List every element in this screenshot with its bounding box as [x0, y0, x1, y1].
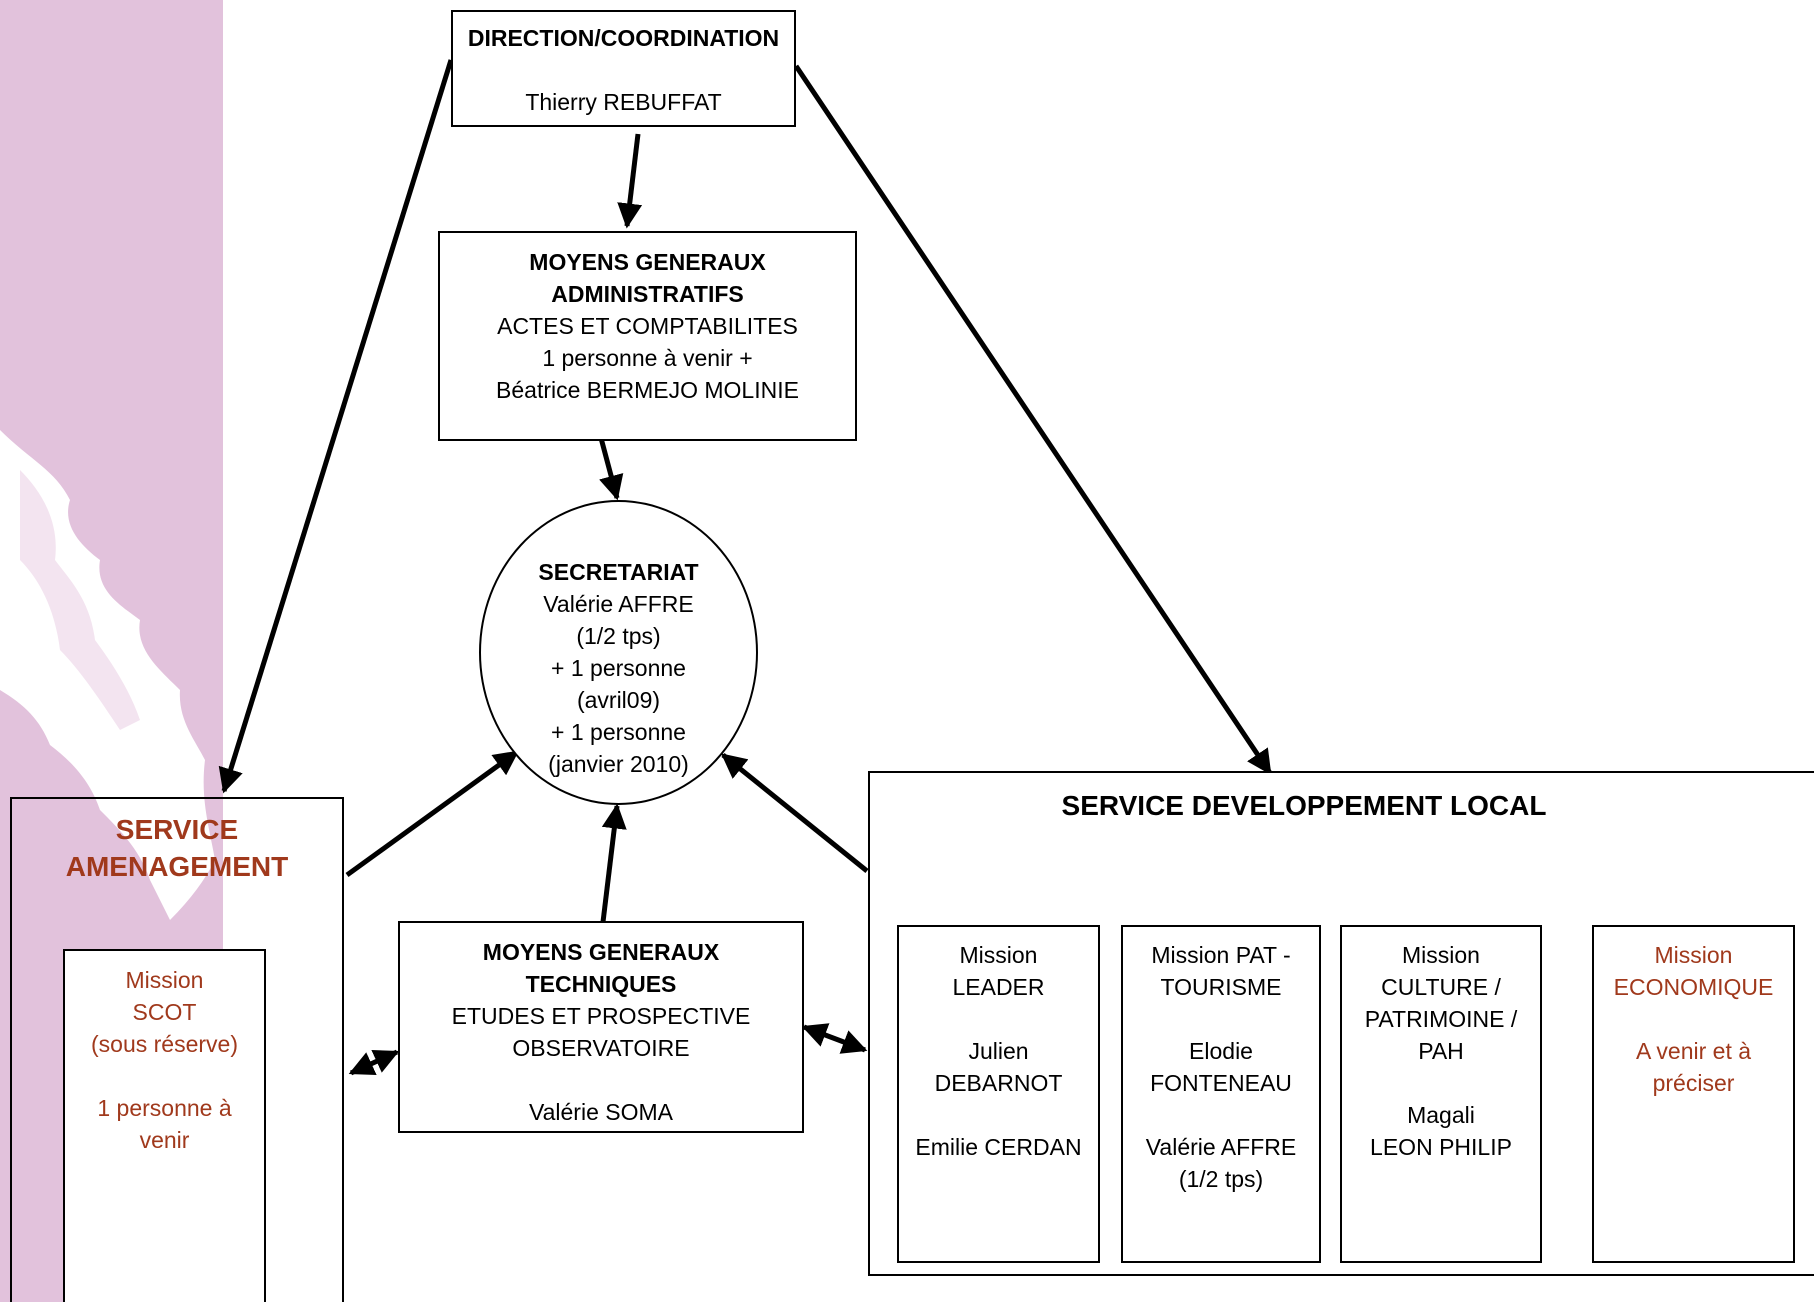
- mission-economique-line: Mission: [1654, 942, 1733, 968]
- moyens-admin-title-1: MOYENS GENERAUX: [529, 249, 766, 275]
- mission-scot-line: SCOT: [132, 999, 197, 1025]
- mission-leader-line: DEBARNOT: [934, 1070, 1063, 1096]
- arrow-direction-to-dev-local: [793, 64, 1273, 776]
- moyens-admin-line-1: ACTES ET COMPTABILITES: [497, 313, 798, 339]
- moyens-tech-line-1: ETUDES ET PROSPECTIVE: [451, 1003, 751, 1029]
- mission-pat-tourisme-box: Mission PAT - TOURISME Elodie FONTENEAU …: [1121, 925, 1321, 1263]
- mission-pat-line: FONTENEAU: [1150, 1070, 1292, 1096]
- mission-scot-line: venir: [139, 1127, 190, 1153]
- mission-leader-line: [899, 1099, 1098, 1131]
- mission-economique-line: A venir et à: [1635, 1038, 1752, 1064]
- moyens-admin-line-3: Béatrice BERMEJO MOLINIE: [496, 377, 799, 403]
- service-amenagement-title-2: AMENAGEMENT: [65, 851, 289, 882]
- mission-culture-line: [1342, 1067, 1540, 1099]
- arrow-amenagement-tech: [348, 1049, 400, 1076]
- secretariat-line: Valérie AFFRE: [543, 591, 694, 617]
- moyens-tech-line-2: OBSERVATOIRE: [512, 1035, 690, 1061]
- mission-leader-box: Mission LEADER Julien DEBARNOT Emilie CE…: [897, 925, 1100, 1263]
- arrow-tech-to-secretariat: [600, 803, 627, 923]
- mission-culture-line: PAH: [1418, 1038, 1464, 1064]
- mission-pat-line: TOURISME: [1160, 974, 1282, 1000]
- secretariat-line: + 1 personne: [551, 719, 686, 745]
- mission-scot-line: (sous réserve): [91, 1031, 238, 1057]
- mission-culture-line: PATRIMOINE /: [1364, 1006, 1518, 1032]
- moyens-admin-line-2: 1 personne à venir +: [542, 345, 753, 371]
- moyens-tech-title-2: TECHNIQUES: [525, 971, 677, 997]
- mission-culture-line: CULTURE /: [1381, 974, 1501, 1000]
- moyens-tech-line-3: Valérie SOMA: [528, 1099, 673, 1125]
- mission-scot-line: [65, 1060, 264, 1092]
- arrow-dev-local-to-secretariat: [721, 753, 869, 873]
- moyens-admin-title-2: ADMINISTRATIFS: [551, 281, 744, 307]
- mission-economique-box: Mission ECONOMIQUE A venir et à préciser: [1592, 925, 1795, 1263]
- mission-leader-line: LEADER: [952, 974, 1045, 1000]
- secretariat-title: SECRETARIAT: [538, 559, 699, 585]
- arrow-direction-to-amenagement: [218, 59, 454, 794]
- mission-pat-line: (1/2 tps): [1178, 1166, 1264, 1192]
- mission-culture-line: Magali: [1407, 1102, 1475, 1128]
- direction-person: Thierry REBUFFAT: [525, 89, 722, 115]
- secretariat-line: (avril09): [576, 687, 661, 713]
- secretariat-ellipse: SECRETARIAT Valérie AFFRE (1/2 tps) + 1 …: [479, 500, 758, 805]
- direction-box: DIRECTION/COORDINATION Thierry REBUFFAT: [451, 10, 796, 127]
- mission-pat-line: Mission PAT -: [1151, 942, 1291, 968]
- mission-leader-line: Emilie CERDAN: [915, 1134, 1082, 1160]
- secretariat-line: (1/2 tps): [576, 623, 661, 649]
- arrow-tech-dev-local: [801, 1023, 868, 1054]
- moyens-tech-box: MOYENS GENERAUX TECHNIQUES ETUDES ET PRO…: [398, 921, 804, 1133]
- mission-pat-line: Valérie AFFRE: [1145, 1134, 1297, 1160]
- secretariat-line: + 1 personne: [551, 655, 686, 681]
- mission-leader-line: Mission: [959, 942, 1038, 968]
- moyens-admin-box: MOYENS GENERAUX ADMINISTRATIFS ACTES ET …: [438, 231, 857, 441]
- mission-leader-line: Julien: [968, 1038, 1029, 1064]
- mission-culture-line: LEON PHILIP: [1370, 1134, 1512, 1160]
- mission-scot-line: Mission: [125, 967, 204, 993]
- arrow-direction-to-admin: [617, 133, 643, 229]
- mission-culture-box: Mission CULTURE / PATRIMOINE / PAH Magal…: [1340, 925, 1542, 1263]
- service-amenagement-box: SERVICE AMENAGEMENT: [10, 797, 344, 1302]
- mission-scot-box: Mission SCOT (sous réserve) 1 personne à…: [63, 949, 266, 1302]
- mission-economique-line: [1594, 1003, 1793, 1035]
- mission-leader-line: [899, 1003, 1098, 1035]
- mission-pat-line: [1123, 1099, 1319, 1131]
- service-dev-title: SERVICE DEVELOPPEMENT LOCAL: [1061, 790, 1547, 821]
- direction-title: DIRECTION/COORDINATION: [467, 25, 780, 51]
- mission-pat-line: Elodie: [1189, 1038, 1253, 1064]
- mission-scot-line: 1 personne à: [97, 1095, 232, 1121]
- service-amenagement-title-1: SERVICE: [115, 814, 239, 845]
- mission-pat-line: [1123, 1003, 1319, 1035]
- mission-culture-line: Mission: [1402, 942, 1480, 968]
- arrow-amenagement-to-secretariat: [345, 749, 520, 878]
- arrow-admin-to-secretariat: [598, 437, 624, 501]
- moyens-tech-title-1: MOYENS GENERAUX: [482, 939, 720, 965]
- mission-economique-line: préciser: [1652, 1070, 1735, 1096]
- mission-economique-line: ECONOMIQUE: [1613, 974, 1774, 1000]
- secretariat-line: (janvier 2010): [548, 751, 689, 777]
